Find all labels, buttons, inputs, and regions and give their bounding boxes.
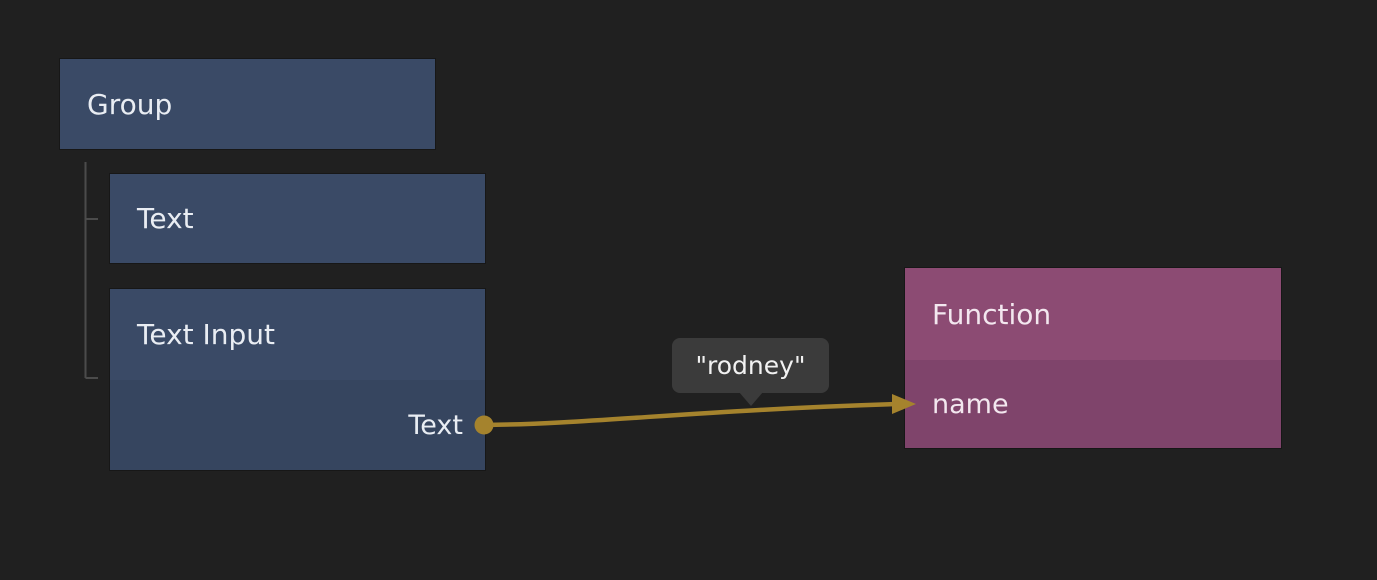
node-text-input-header[interactable]: Text Input [110,289,485,380]
input-port-row: name [905,360,1281,448]
output-port-row: Text [110,380,485,470]
group-tree-lines [84,162,98,379]
node-text-input[interactable]: Text Input Text [110,289,485,470]
node-function[interactable]: Function name [905,268,1281,448]
node-group-title: Group [87,87,173,121]
node-function-body: name [905,360,1281,448]
input-port-label: name [932,388,1009,420]
node-group-header[interactable]: Group [60,59,435,149]
node-text-input-body: Text [110,380,485,470]
output-port-label: Text [408,409,463,441]
tooltip-pointer-icon [738,392,763,406]
node-group[interactable]: Group [60,59,435,149]
node-text-header[interactable]: Text [110,174,485,263]
node-text-input-title: Text Input [137,318,276,351]
node-function-header[interactable]: Function [905,268,1281,360]
node-function-title: Function [932,297,1052,331]
wire-value-tooltip: "rodney" [672,338,829,406]
node-text-title: Text [137,202,194,235]
wire-arrowhead-icon [892,394,916,414]
node-text[interactable]: Text [110,174,485,263]
output-port-dot[interactable] [474,415,494,435]
wire-value-text: "rodney" [695,351,806,380]
connection-wire[interactable] [481,401,901,428]
